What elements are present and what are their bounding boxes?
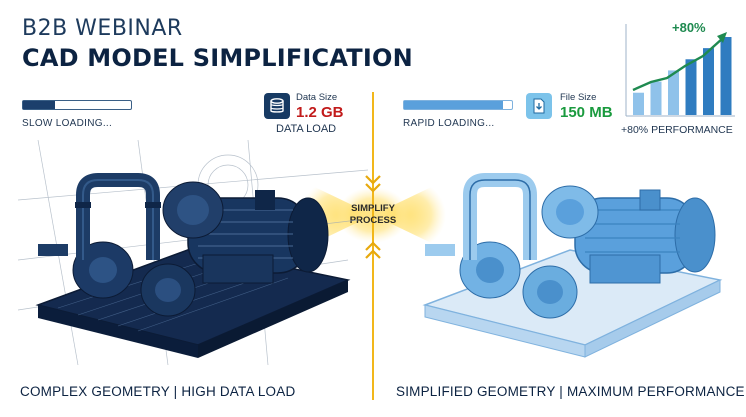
performance-bar <box>650 81 662 115</box>
data-size-value: 1.2 GB <box>296 104 344 121</box>
data-size-label: Data Size <box>296 92 338 103</box>
simplify-line-2: PROCESS <box>349 215 397 226</box>
performance-value: +80% <box>672 20 706 35</box>
simplify-line-1: SIMPLIFY <box>351 203 395 214</box>
performance-bar <box>668 70 679 115</box>
page-title: CAD MODEL SIMPLIFICATION <box>22 44 413 72</box>
performance-label: +80% PERFORMANCE <box>621 124 733 136</box>
simplified-pump-model <box>422 173 723 358</box>
chevron-up-icon <box>365 241 381 259</box>
data-load-caption: DATA LOAD <box>276 123 337 135</box>
left-caption: COMPLEX GEOMETRY | HIGH DATA LOAD <box>20 384 296 399</box>
complex-pump-model <box>18 140 368 365</box>
right-caption: SIMPLIFIED GEOMETRY | MAXIMUM PERFORMANC… <box>396 384 745 399</box>
slow-loading-bar-fill <box>23 101 56 109</box>
file-download-icon <box>526 93 552 119</box>
performance-chart <box>625 24 735 117</box>
slow-loading-label: SLOW LOADING... <box>22 118 113 129</box>
rapid-loading-label: RAPID LOADING... <box>403 118 495 129</box>
file-size-label: File Size <box>560 92 597 103</box>
database-icon <box>264 93 290 119</box>
file-size-value: 150 MB <box>560 104 613 121</box>
performance-bar <box>720 37 732 115</box>
performance-bar <box>685 59 697 115</box>
performance-bar <box>703 48 714 116</box>
simplify-process-label: SIMPLIFY PROCESS <box>343 203 403 227</box>
center-divider <box>372 92 374 400</box>
rapid-loading-bar <box>403 100 513 110</box>
title-eyebrow: B2B WEBINAR <box>22 16 183 41</box>
trend-arrow-head <box>717 32 727 43</box>
rapid-loading-bar-fill <box>404 101 504 109</box>
chevron-down-icon <box>365 175 381 193</box>
performance-bar <box>633 92 644 115</box>
trend-arrow-line <box>632 37 724 92</box>
slow-loading-bar <box>22 100 132 110</box>
